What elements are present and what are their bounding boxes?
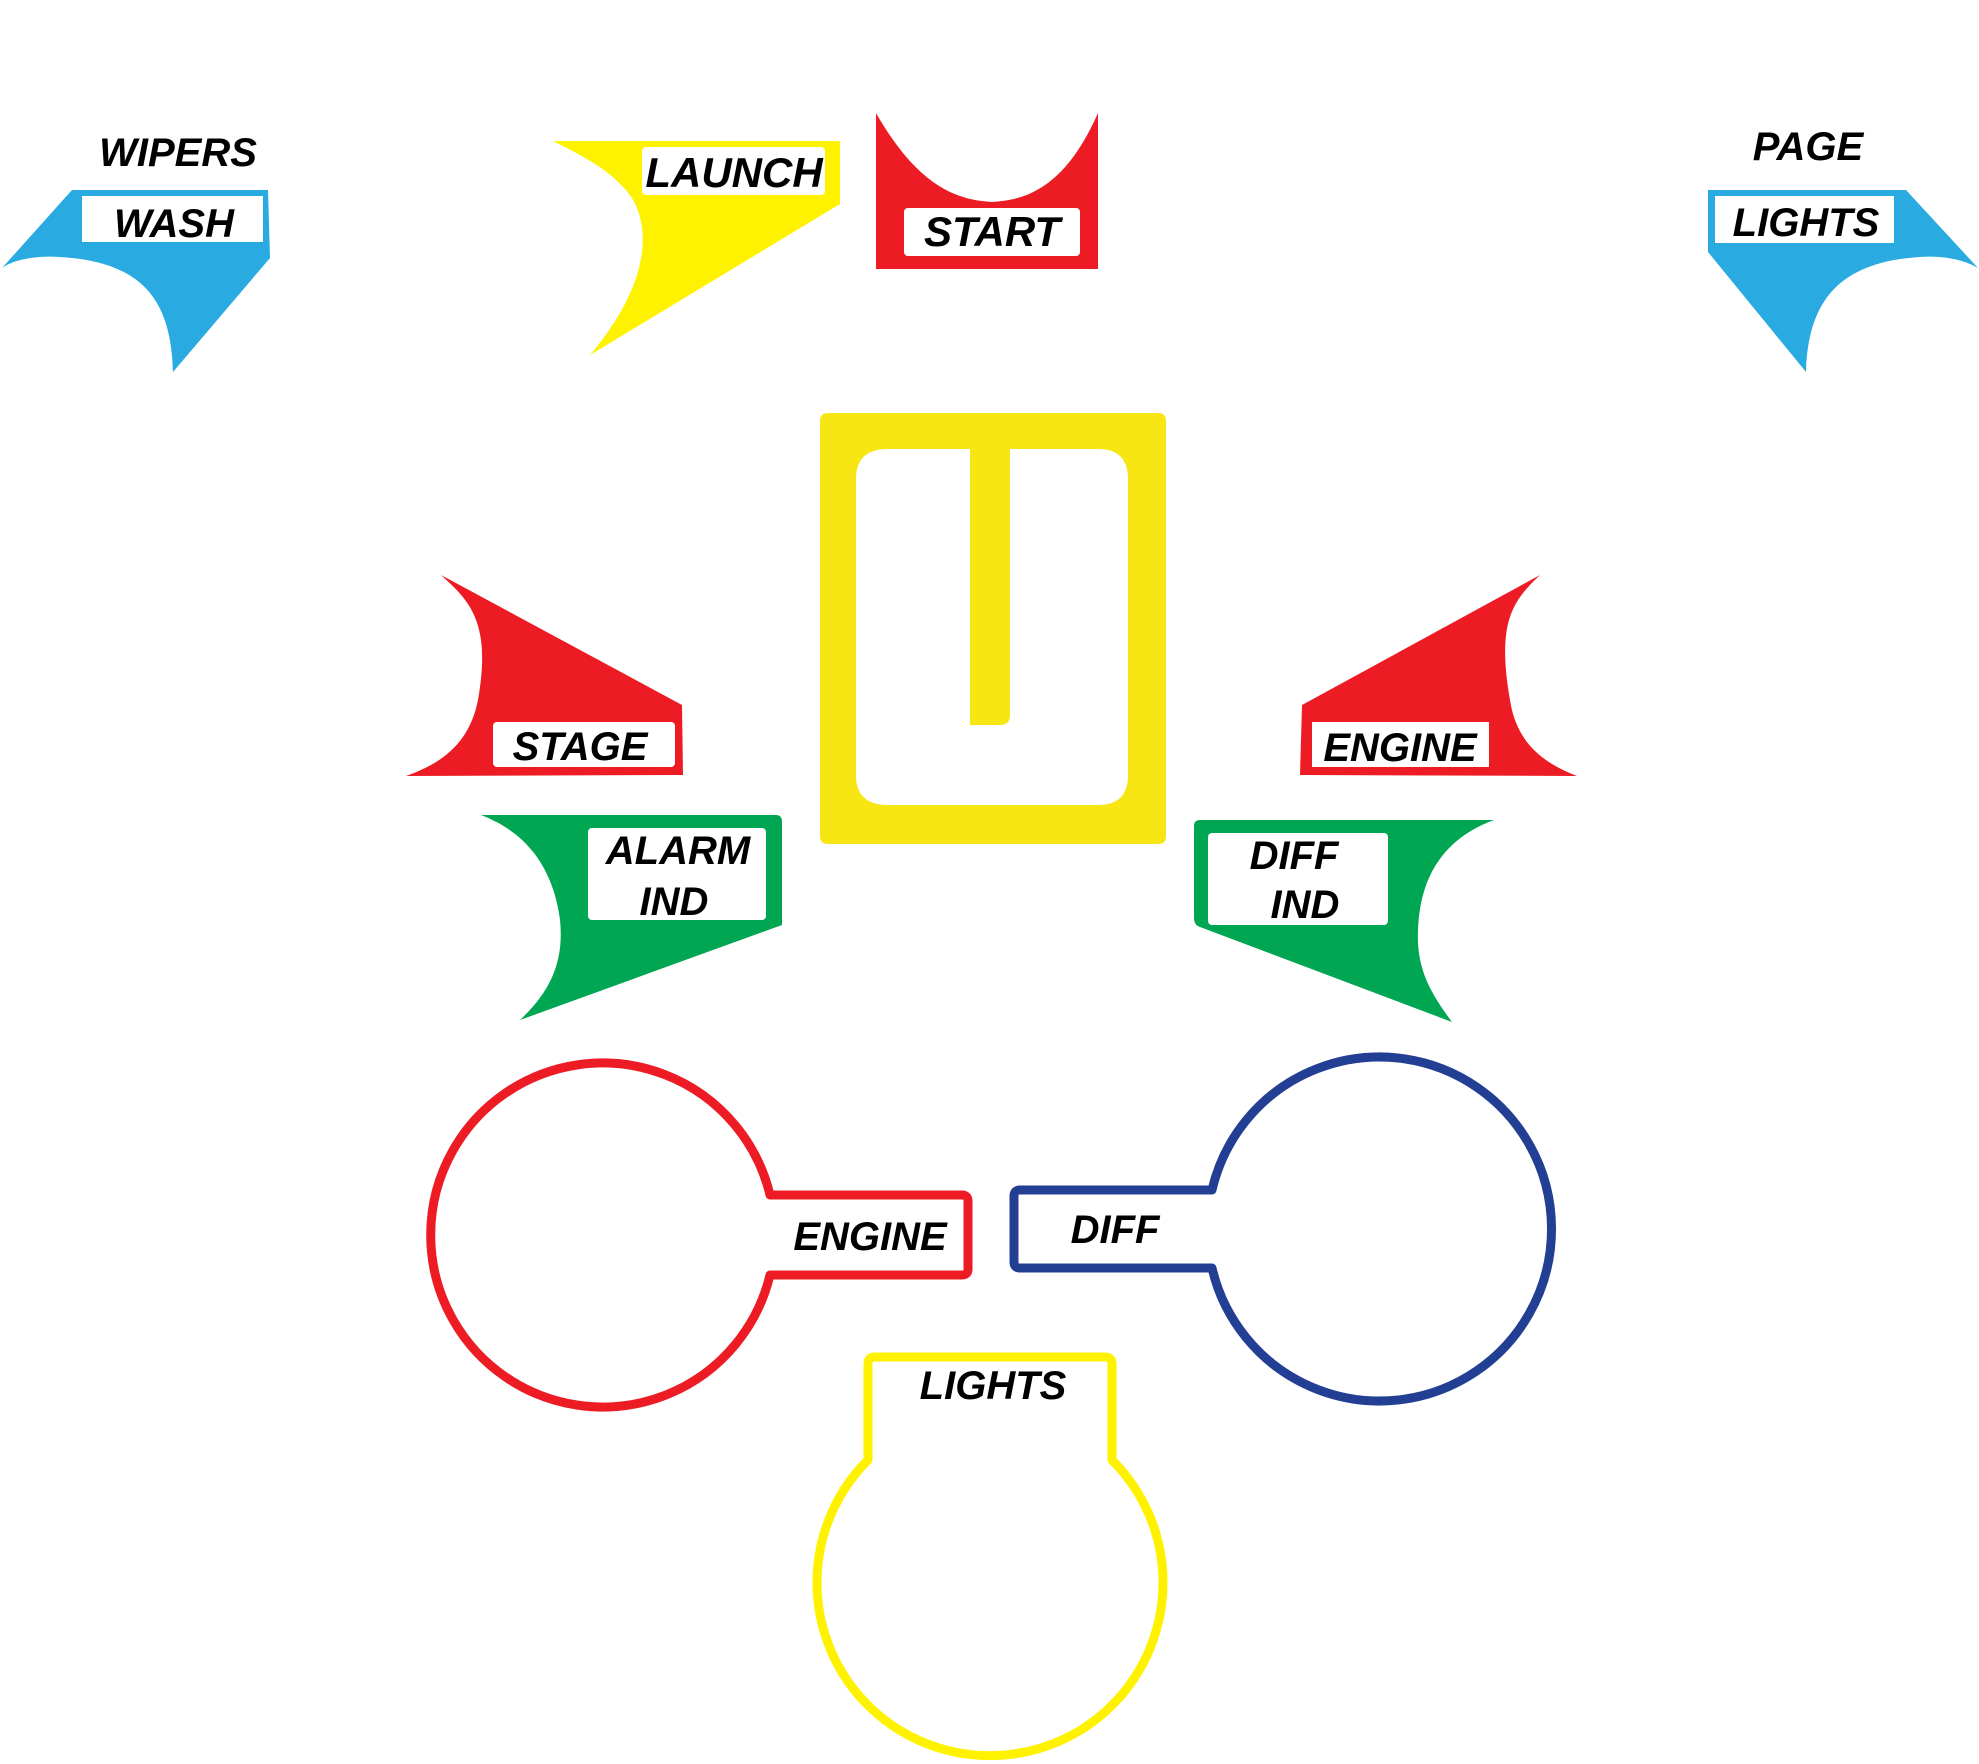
lights-label-box [1715,196,1894,243]
launch-label: LAUNCH [645,149,824,196]
diff-gauge: DIFF [1009,1052,1557,1406]
launch-label-box [642,147,825,195]
engine-top-label-box [1312,722,1489,767]
diff-ind-label-line1: DIFF [1250,834,1340,878]
engine-gauge: ENGINE [426,1058,973,1412]
engine-indicator-switch[interactable]: ENGINE [1300,575,1577,776]
diff-gauge-outline [1009,1052,1557,1406]
start-switch[interactable]: START [876,113,1098,269]
lights-gauge-label: LIGHTS [920,1364,1067,1408]
engine-gauge-outline [426,1058,973,1412]
center-slot [970,449,1010,725]
launch-switch[interactable]: LAUNCH [553,141,840,355]
alarm-ind-label-box [588,828,766,920]
engine-gauge-label: ENGINE [793,1215,948,1259]
diff-gauge-label: DIFF [1071,1208,1161,1252]
wipers-wash-switch[interactable]: WIPERS WASH [2,131,270,372]
engine-top-label: ENGINE [1323,726,1478,770]
page-lights-switch[interactable]: PAGE LIGHTS [1708,125,1978,372]
alarm-label-line1: ALARM [605,829,752,873]
start-label: START [924,208,1063,255]
alarm-ind-switch[interactable]: ALARM IND [481,815,782,1020]
stage-label: STAGE [513,725,649,769]
alarm-label-line2: IND [640,880,709,924]
lights-gauge-outline [812,1352,1168,1761]
start-label-box [904,208,1080,256]
lights-gauge: LIGHTS [812,1352,1168,1761]
center-frame-shape [820,413,1166,844]
wash-label-box [82,196,263,242]
stage-switch[interactable]: STAGE [406,575,683,776]
page-lights-label: LIGHTS [1733,201,1880,245]
center-frame [820,413,1166,844]
wipers-title: WIPERS [99,131,257,175]
diff-ind-label-line2: IND [1271,883,1340,927]
page-title: PAGE [1753,125,1865,169]
diff-ind-switch[interactable]: DIFF IND [1194,820,1494,1022]
stage-label-box [493,722,675,767]
diff-ind-label-box [1208,833,1388,925]
wash-label: WASH [114,202,235,246]
